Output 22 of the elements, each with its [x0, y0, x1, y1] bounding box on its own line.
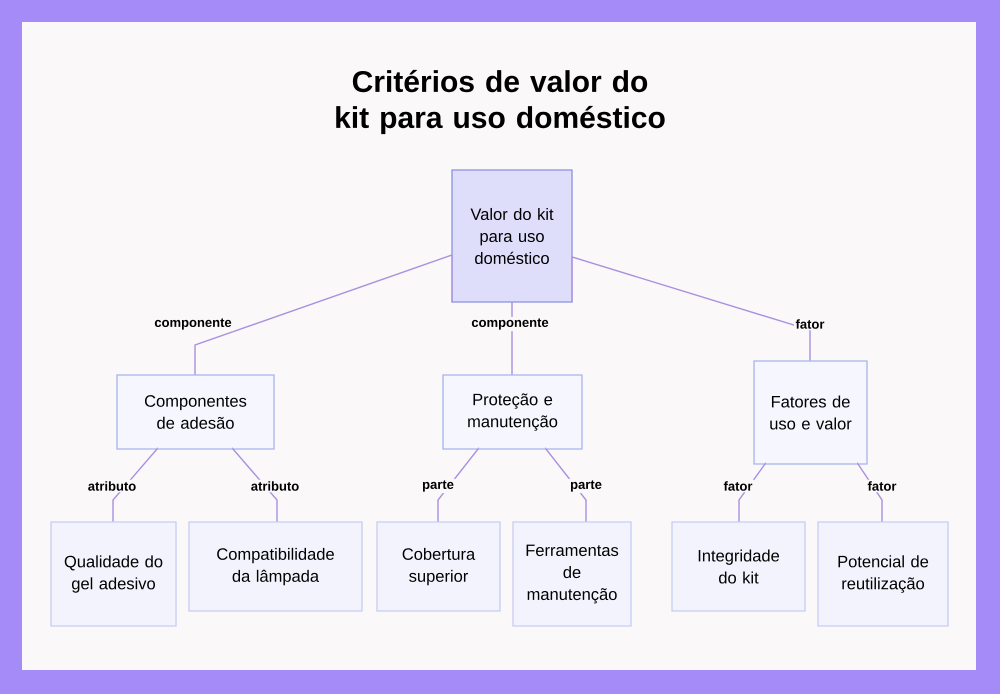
edge-label: atributo	[88, 481, 136, 491]
concept-box: Fatores de uso e valor	[753, 360, 868, 465]
edge-label: parte	[570, 480, 602, 492]
edge-label: parte	[422, 480, 454, 492]
edge-label: fator	[796, 319, 824, 329]
edge-label: componente	[154, 318, 232, 330]
edge-label: atributo	[251, 481, 299, 491]
concept-box: Qualidade do gel adesivo	[50, 521, 177, 627]
edge-label: fator	[868, 481, 896, 491]
concept-box: Integridade do kit	[671, 521, 806, 612]
title: Critérios de valor do kit para uso doméstico	[336, 70, 665, 134]
concept-box: Compatibilidade da lâmpada	[188, 521, 363, 612]
connector	[194, 254, 453, 374]
concept-box: Ferramentas de manutenção	[512, 521, 632, 627]
concept-box: Valor do kit para uso doméstico	[451, 169, 573, 303]
edge-label: fator	[724, 481, 752, 491]
concept-box: Cobertura superior	[376, 521, 501, 612]
concept-box: Proteção e manutenção	[442, 374, 583, 450]
connector	[571, 256, 811, 360]
concept-box: Potencial de reutilização	[817, 521, 949, 627]
edge-label: componente	[472, 318, 548, 330]
concept-box: Componentes de adesão	[116, 374, 275, 450]
